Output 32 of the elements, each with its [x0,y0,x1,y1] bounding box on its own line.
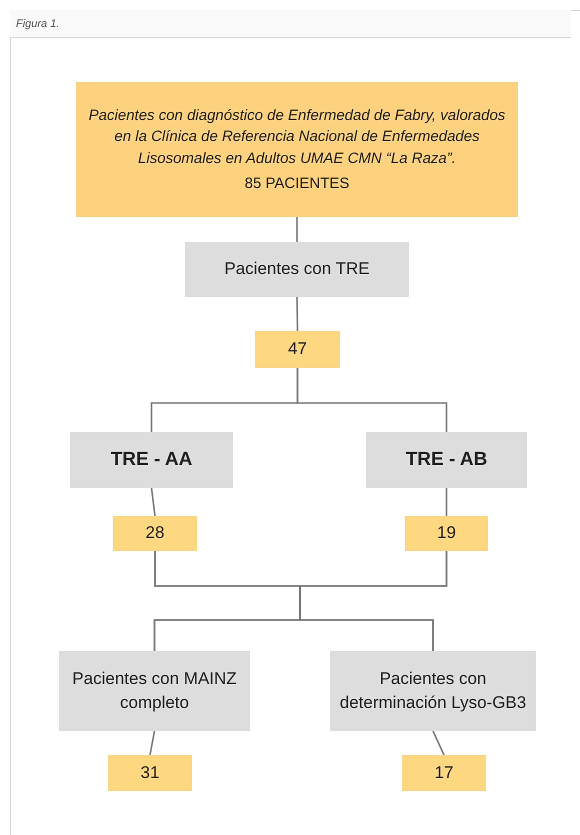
box-text: TRE - AB [406,448,488,472]
connector-line [149,730,156,756]
connector-line [432,730,445,756]
box-text: 47 [288,338,307,360]
connector-line [296,296,298,332]
box-text: TRE - AA [110,448,192,472]
box-text: 31 [140,762,160,784]
box-text: 85 PACIENTES [244,174,350,194]
process-box [185,242,409,297]
connector-line [296,368,448,432]
count-box [108,755,192,791]
process-box [59,651,250,731]
connector-line [150,488,156,516]
connector-line [446,488,448,516]
connector-line [299,551,448,651]
box-text: Pacientes con determinación Lyso-GB3 [338,668,528,714]
count-box [255,331,340,368]
count-box [402,755,486,791]
count-box [113,516,197,551]
box-text: 19 [437,522,456,544]
box-text: Pacientes con TRE [224,258,370,280]
process-box [70,432,233,488]
connector-line [296,217,298,242]
process-box [76,82,518,217]
figure-label: Figura 1. [16,18,60,30]
box-text: Pacientes con diagnóstico de Enfermedad de Fabry, valorados en la Clínica de Referencia Nacional de Enfermedades Lisosomales en Adultos UMAE CMN “La Raza”. [88,106,506,168]
process-box [330,651,536,731]
count-box [405,516,488,551]
box-text: 17 [434,762,454,784]
process-box [366,432,527,488]
box-text: Pacientes con MAINZ completo [71,668,238,714]
box-text: 28 [146,522,164,544]
